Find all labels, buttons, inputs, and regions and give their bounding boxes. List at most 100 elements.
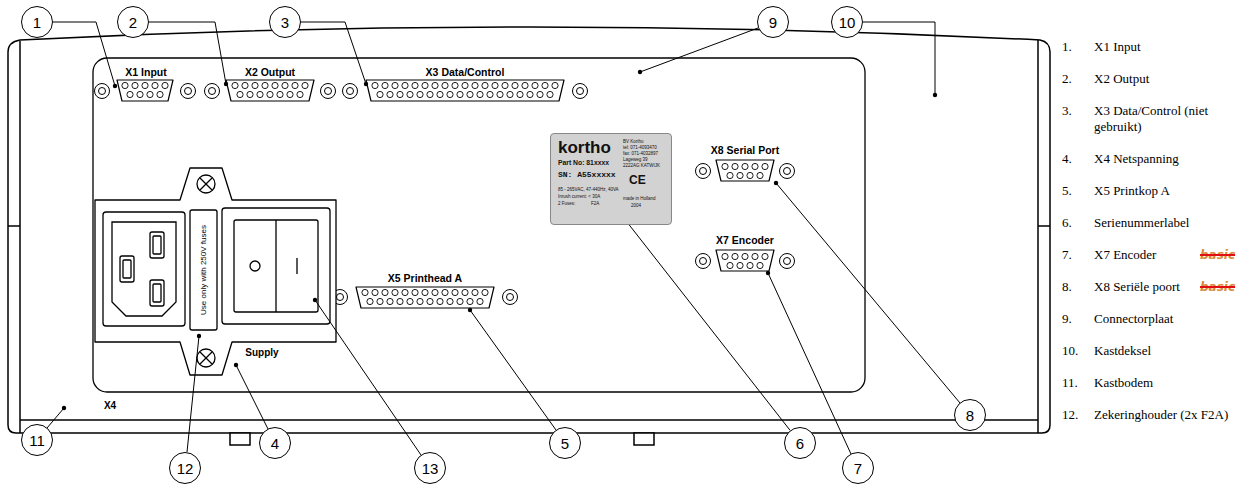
housing-part: [634, 433, 654, 445]
dsub-connectors-part: [720, 252, 770, 261]
leader-dots-part: [197, 334, 201, 338]
dsub-connectors-part: [360, 288, 490, 297]
callout-text: 3: [281, 15, 289, 30]
dsub-connectors-part: [226, 80, 314, 101]
callout-text: 10: [839, 15, 856, 30]
leader-dots-part: [234, 363, 238, 367]
dsub-connectors-part: [716, 160, 774, 181]
screws-part: [347, 88, 354, 95]
list-item: X1 Input: [1094, 39, 1141, 55]
connector-label: X5 Printhead A: [388, 272, 462, 284]
leader-dots-part: [766, 271, 770, 275]
leader-lines-part: [640, 28, 758, 72]
screws-part: [99, 88, 106, 95]
list-item: Connectorplaat: [1094, 311, 1173, 327]
dsub-connectors-part: [370, 81, 560, 90]
list-number: 2.: [1062, 71, 1072, 87]
screws-part: [209, 88, 216, 95]
callout-number: 11: [21, 424, 53, 456]
plate-text: Lageweg 39: [623, 157, 648, 162]
list-number: 4.: [1062, 151, 1072, 167]
screws-part: [696, 164, 711, 179]
list-number: 8.: [1062, 279, 1072, 295]
leader-dots: [62, 70, 937, 410]
screws-part: [337, 294, 344, 301]
list-item: Zekeringhouder (2x F2A): [1094, 407, 1228, 423]
leader-line: [629, 225, 790, 430]
dsub-connectors-part: [117, 80, 173, 101]
list-number: 9.: [1062, 311, 1072, 327]
callout-text: 2: [129, 15, 137, 30]
leader-lines-part: [863, 22, 935, 95]
plate-text: 2 Fuses:: [558, 201, 575, 206]
screws-part: [577, 88, 584, 95]
screws-part: [325, 88, 332, 95]
list-item: X7 Encoder: [1094, 247, 1156, 263]
list-number: 11.: [1062, 375, 1078, 391]
callout-text: 11: [29, 433, 45, 448]
dsub-connectors-part: [716, 250, 774, 271]
list-item: Serienummerlabel: [1094, 215, 1189, 231]
power-module-part: [200, 178, 212, 190]
screws-part: [700, 168, 707, 175]
list-item: Kastdeksel: [1094, 343, 1151, 359]
leader-lines-part: [315, 300, 421, 455]
screws-part: [95, 84, 110, 99]
list-number: 5.: [1062, 183, 1072, 199]
list-item: X4 Netspanning: [1094, 151, 1179, 167]
connector-label: X3 Data/Control: [426, 66, 505, 78]
leader-lines-part: [768, 273, 851, 454]
housing-part: [230, 433, 250, 445]
housing: [8, 27, 1050, 445]
screws-part: [780, 254, 795, 269]
leader-dots-part: [113, 84, 117, 88]
fuse-warning: Use only with 250V fuses: [199, 225, 208, 315]
dsub-connectors-part: [235, 90, 305, 99]
power-module-part: [275, 220, 276, 312]
leader-lines-part: [47, 408, 64, 428]
callout-number: 3: [269, 6, 301, 38]
dsub-connectors-part: [366, 80, 564, 101]
callout-text: 5: [561, 436, 569, 451]
power-module-part: [200, 352, 212, 364]
screws-part: [784, 258, 791, 265]
callout-text: 6: [796, 436, 804, 451]
callout-number: 8: [954, 399, 986, 431]
plate-text: Part No: 81xxxx: [558, 159, 609, 167]
callout-text: 9: [769, 15, 777, 30]
dsub-connectors-part: [375, 90, 555, 99]
leader-dots-part: [224, 82, 228, 86]
callout-text: 4: [271, 436, 279, 451]
list-item: X8 Seriële poort: [1094, 279, 1180, 295]
dsub-connectors-part: [720, 162, 770, 171]
list-item: X2 Output: [1094, 71, 1149, 87]
housing-part: [20, 419, 1038, 421]
power-module-part: [197, 175, 215, 193]
brand-name: kortho: [558, 138, 611, 158]
screws-part: [784, 168, 791, 175]
connector-label: X7 Encoder: [716, 234, 774, 246]
plate-text: made in Holland: [623, 196, 656, 201]
list-number: 3.: [1062, 103, 1072, 119]
plate-text: F2A: [591, 201, 599, 206]
variant-logo: basic: [1200, 248, 1235, 262]
serial-number-plate: korthoPart No: 81xxxxSN: A55xxxxx85 - 26…: [550, 133, 672, 225]
power-module-part: [95, 168, 336, 375]
power-module-part: [103, 212, 185, 326]
screws-part: [700, 258, 707, 265]
list-number: 6.: [1062, 215, 1072, 231]
leader-lines-part: [187, 336, 199, 452]
power-module-part: [153, 284, 161, 302]
power-module-part: [120, 256, 134, 282]
leader-lines-part: [470, 310, 556, 430]
leader-dots-part: [774, 181, 778, 185]
screws-part: [696, 254, 711, 269]
housing-part: [8, 225, 20, 227]
callout-number: 2: [117, 6, 149, 38]
panel-label: Supply: [245, 347, 278, 358]
connector-label: X8 Serial Port: [711, 144, 779, 156]
housing-part: [1038, 225, 1050, 227]
dsub-connectors-part: [725, 171, 765, 180]
leader-dots-part: [313, 298, 317, 302]
